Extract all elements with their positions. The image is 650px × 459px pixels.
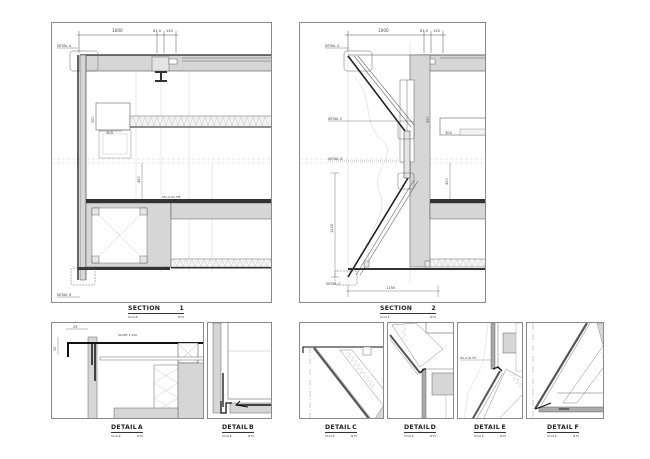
callout-detail-b: DETAIL B xyxy=(57,293,71,297)
dim-87-5: 87.5 xyxy=(153,29,161,33)
detail-b-scale-label: SCALE xyxy=(222,433,232,438)
s2-callout-detail-e: DETAIL E xyxy=(328,117,342,121)
detail-a-note: SLOPE 1:200 xyxy=(118,333,137,337)
detail-c-scale-label: SCALE xyxy=(325,433,335,438)
s2-dim-1000: 1000 xyxy=(378,28,389,33)
detail-f-scale-label: SCALE xyxy=(547,433,557,438)
detail-a-scale-label: SCALE xyxy=(111,433,121,438)
detail-e-title: DETAIL xyxy=(474,424,500,431)
section-2-frame: 1000 87.5 150 DETAIL A xyxy=(299,22,486,303)
detail-c-scale-value: NTS xyxy=(351,433,357,438)
detail-a-scale-value: NTS xyxy=(137,433,143,438)
s2-dim-1150: 1150 xyxy=(386,286,396,290)
section-2-title-block: SECTION 2 SCALE NTS xyxy=(380,305,436,319)
detail-a-drawing: 25 20 SLOPE 1:200 xyxy=(53,325,203,418)
s2-callout-detail-a: DETAIL A xyxy=(325,44,340,48)
level-text: SFL-0.55 FFL xyxy=(162,195,181,199)
detail-a-frame: 25 20 SLOPE 1:200 xyxy=(51,322,204,419)
dim-300-vertical: 300 xyxy=(91,117,95,123)
section-1-scale-value: NTS xyxy=(178,314,184,319)
detail-b-letter: B xyxy=(248,424,254,431)
detail-d-scale-value: NTS xyxy=(430,433,436,438)
detail-f-letter: F xyxy=(574,424,579,431)
detail-c-drawing xyxy=(302,346,383,418)
detail-e-scale-label: SCALE xyxy=(474,433,484,438)
dim-150: 150 xyxy=(166,29,174,33)
detail-f-frame xyxy=(526,322,604,419)
section-1-drawing: 1000 87.5 150 DETAIL A xyxy=(52,28,271,298)
detail-a-dim-v: 20 xyxy=(53,347,57,351)
s2-dim-300-vertical: 300 xyxy=(426,117,430,123)
section-2-number: 2 xyxy=(431,305,436,312)
detail-d-letter: D xyxy=(430,424,436,431)
detail-e-frame: SFL-0.45 FFL xyxy=(457,322,523,419)
section-2-scale-value: NTS xyxy=(430,314,436,319)
detail-e-drawing: SFL-0.45 FFL xyxy=(460,323,522,418)
section-1-title-block: SECTION 1 SCALE NTS xyxy=(128,305,184,319)
s2-callout-detail-d: DETAIL D xyxy=(328,157,343,161)
detail-c-title: DETAIL xyxy=(325,424,351,431)
s2-dim-300-horizontal: 300 xyxy=(445,131,453,135)
section-2-scale-label: SCALE xyxy=(380,314,390,319)
detail-e-scale-value: NTS xyxy=(500,433,506,438)
detail-e-note: SFL-0.45 FFL xyxy=(460,356,477,360)
detail-d-title: DETAIL xyxy=(404,424,430,431)
detail-a-title: DETAIL xyxy=(111,424,137,431)
detail-a-dim-h: 25 xyxy=(73,325,78,329)
dim-1000: 1000 xyxy=(112,28,123,33)
section-1-title: SECTION xyxy=(128,305,161,312)
section-1-number: 1 xyxy=(179,305,184,312)
section-2-title: SECTION xyxy=(380,305,413,312)
section-1-scale-label: SCALE xyxy=(128,314,138,319)
section-2-drawing: 1000 87.5 150 DETAIL A xyxy=(300,28,485,297)
detail-f-title: DETAIL xyxy=(547,424,573,431)
callout-detail-a: DETAIL A xyxy=(57,44,72,48)
s2-dim-400: 400 xyxy=(445,179,449,185)
detail-b-scale-value: NTS xyxy=(248,433,254,438)
detail-b-frame xyxy=(207,322,272,419)
s2-callout-detail-c: DETAIL C xyxy=(326,282,341,286)
detail-d-frame xyxy=(387,322,454,419)
section-1-frame: 1000 87.5 150 DETAIL A xyxy=(51,22,272,303)
dim-450: 450 xyxy=(137,177,141,183)
detail-f-drawing xyxy=(532,323,603,418)
detail-f-scale-value: NTS xyxy=(573,433,579,438)
detail-a-letter: A xyxy=(137,424,143,431)
detail-e-letter: E xyxy=(501,424,506,431)
dim-300-horizontal: 300 xyxy=(106,131,114,135)
s2-dim-150: 150 xyxy=(433,29,441,33)
s2-dim-1200: 1200 xyxy=(330,223,334,233)
detail-d-drawing xyxy=(389,323,453,418)
detail-d-scale-label: SCALE xyxy=(404,433,414,438)
detail-c-frame xyxy=(299,322,384,419)
detail-b-drawing xyxy=(212,323,271,414)
detail-c-letter: C xyxy=(352,424,357,431)
s2-dim-87-5: 87.5 xyxy=(420,29,428,33)
detail-b-title: DETAIL xyxy=(222,424,248,431)
